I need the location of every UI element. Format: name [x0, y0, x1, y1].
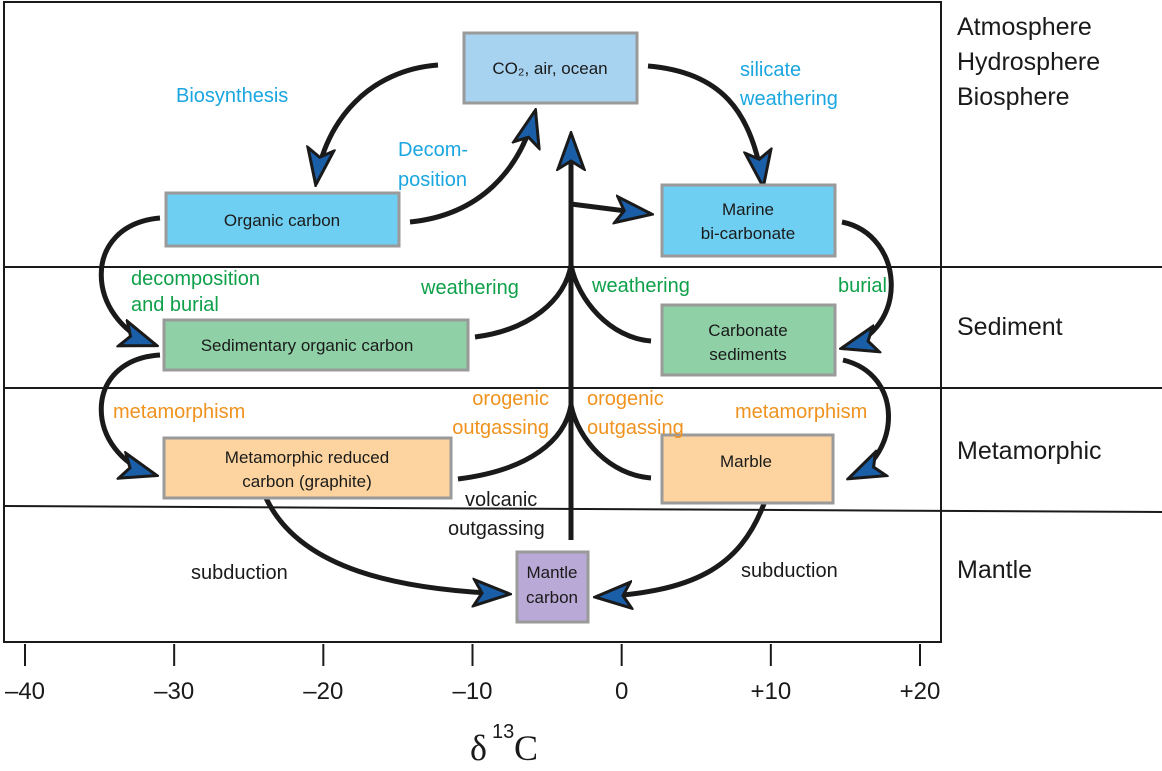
process-label-line: position: [398, 169, 467, 191]
plot-frame: [3, 1, 942, 643]
decomposition-arrow: [409, 112, 535, 225]
layer-label-line: Biosphere: [957, 83, 1070, 111]
reservoir-sedimentary-organic-carbon: Sedimentary organic carbon: [162, 318, 470, 372]
reservoir-label: carbon (graphite): [242, 472, 371, 491]
reservoir-label: Marine: [722, 200, 774, 219]
reservoir-label: sediments: [709, 345, 786, 364]
decomposition-burial-arrow: [98, 215, 160, 348]
reservoir-organic-carbon: Organic carbon: [164, 191, 401, 248]
process-label-weathering-left: weathering: [420, 277, 519, 299]
x-axis-title-element: C: [514, 728, 538, 768]
process-label-line: volcanic: [465, 489, 537, 511]
reservoir-mantle-carbon: Mantle carbon: [515, 550, 590, 624]
reservoir-label: Mantle: [526, 563, 577, 582]
reservoir-label: Carbonate: [708, 321, 787, 340]
process-label-decomposition: Decom- position: [398, 139, 468, 191]
reservoir-label: Metamorphic reduced: [225, 448, 389, 467]
process-label-decomposition-burial: decomposition and burial: [131, 268, 260, 316]
x-tick-label: +20: [900, 678, 941, 705]
weathering-left-curve: [474, 264, 574, 340]
reservoir-marine-bicarbonate: Marine bi-carbonate: [660, 183, 837, 258]
process-label-line: decomposition: [131, 268, 260, 290]
x-tick-label: 0: [615, 678, 628, 705]
x-tick-label: –10: [452, 678, 492, 705]
process-label-line: weathering: [739, 88, 838, 110]
layer-divider-mantle: [3, 505, 1162, 513]
burial-arrow: [842, 219, 894, 348]
x-axis: –40 –30 –20 –10 0 +10 +20: [5, 644, 940, 705]
reservoir-label: Marble: [720, 452, 772, 471]
metamorphism-left-arrow: [98, 352, 160, 475]
process-label-metamorphism-right: metamorphism: [735, 401, 867, 423]
process-label-volcanic-outgassing: volcanic outgassing: [448, 489, 545, 540]
process-label-weathering-right: weathering: [591, 275, 690, 297]
process-label-biosynthesis: Biosynthesis: [176, 85, 288, 107]
process-label-subduction-left: subduction: [191, 562, 288, 584]
reservoir-marble: Marble: [660, 433, 835, 505]
process-label-line: orogenic: [587, 388, 664, 410]
x-axis-title-superscript: 13: [492, 721, 514, 743]
x-tick-label: –40: [5, 678, 45, 705]
reservoir-label: Sedimentary organic carbon: [201, 336, 414, 355]
process-label-subduction-right: subduction: [741, 560, 838, 582]
process-label-orogenic-right: orogenic outgassing: [587, 388, 684, 439]
process-label-line: Decom-: [398, 139, 468, 161]
process-label-line: outgassing: [452, 417, 549, 439]
process-label-silicate-weathering: silicate weathering: [739, 59, 838, 110]
reservoir-metamorphic-reduced-carbon: Metamorphic reduced carbon (graphite): [162, 436, 453, 500]
x-axis-title-symbol: δ: [470, 728, 487, 768]
layer-label-line: Atmosphere: [957, 13, 1092, 41]
process-label-line: outgassing: [587, 417, 684, 439]
layer-label-atmosphere: Atmosphere Hydrosphere Biosphere: [957, 13, 1100, 111]
layer-label-mantle: Mantle: [957, 556, 1032, 584]
process-label-line: silicate: [740, 59, 801, 81]
orogenic-left-curve: [457, 404, 574, 482]
process-label-line: outgassing: [448, 518, 545, 540]
weathering-right-curve: [568, 264, 652, 344]
process-label-line: and burial: [131, 294, 219, 316]
axis-to-bicarbonate-arrow: [570, 204, 650, 214]
reservoir-label: carbon: [526, 588, 578, 607]
reservoir-co2: CO₂, air, ocean: [462, 31, 639, 105]
x-tick-label: –20: [303, 678, 343, 705]
x-axis-title: δ 13 C: [470, 721, 538, 768]
layer-label-sediment: Sediment: [957, 313, 1063, 341]
process-label-burial: burial: [838, 275, 887, 297]
layer-label-metamorphic: Metamorphic: [957, 437, 1102, 465]
subduction-right-arrow: [597, 500, 768, 597]
reservoir-label: CO₂, air, ocean: [492, 59, 607, 78]
layer-label-line: Hydrosphere: [957, 48, 1100, 76]
subduction-left-arrow: [263, 496, 508, 594]
process-label-metamorphism-left: metamorphism: [113, 401, 245, 423]
x-tick-label: –30: [154, 678, 194, 705]
reservoir-carbonate-sediments: Carbonate sediments: [660, 303, 837, 377]
orogenic-right-curve: [568, 404, 652, 481]
reservoir-label: Organic carbon: [224, 211, 340, 230]
x-tick-label: +10: [750, 678, 791, 705]
biosynthesis-arrow: [316, 62, 439, 183]
reservoir-label: bi-carbonate: [701, 224, 796, 243]
process-label-orogenic-left: orogenic outgassing: [452, 388, 549, 439]
metamorphism-right-arrow: [842, 357, 891, 478]
silicate-weathering-arrow: [647, 63, 763, 185]
process-label-line: orogenic: [472, 388, 549, 410]
